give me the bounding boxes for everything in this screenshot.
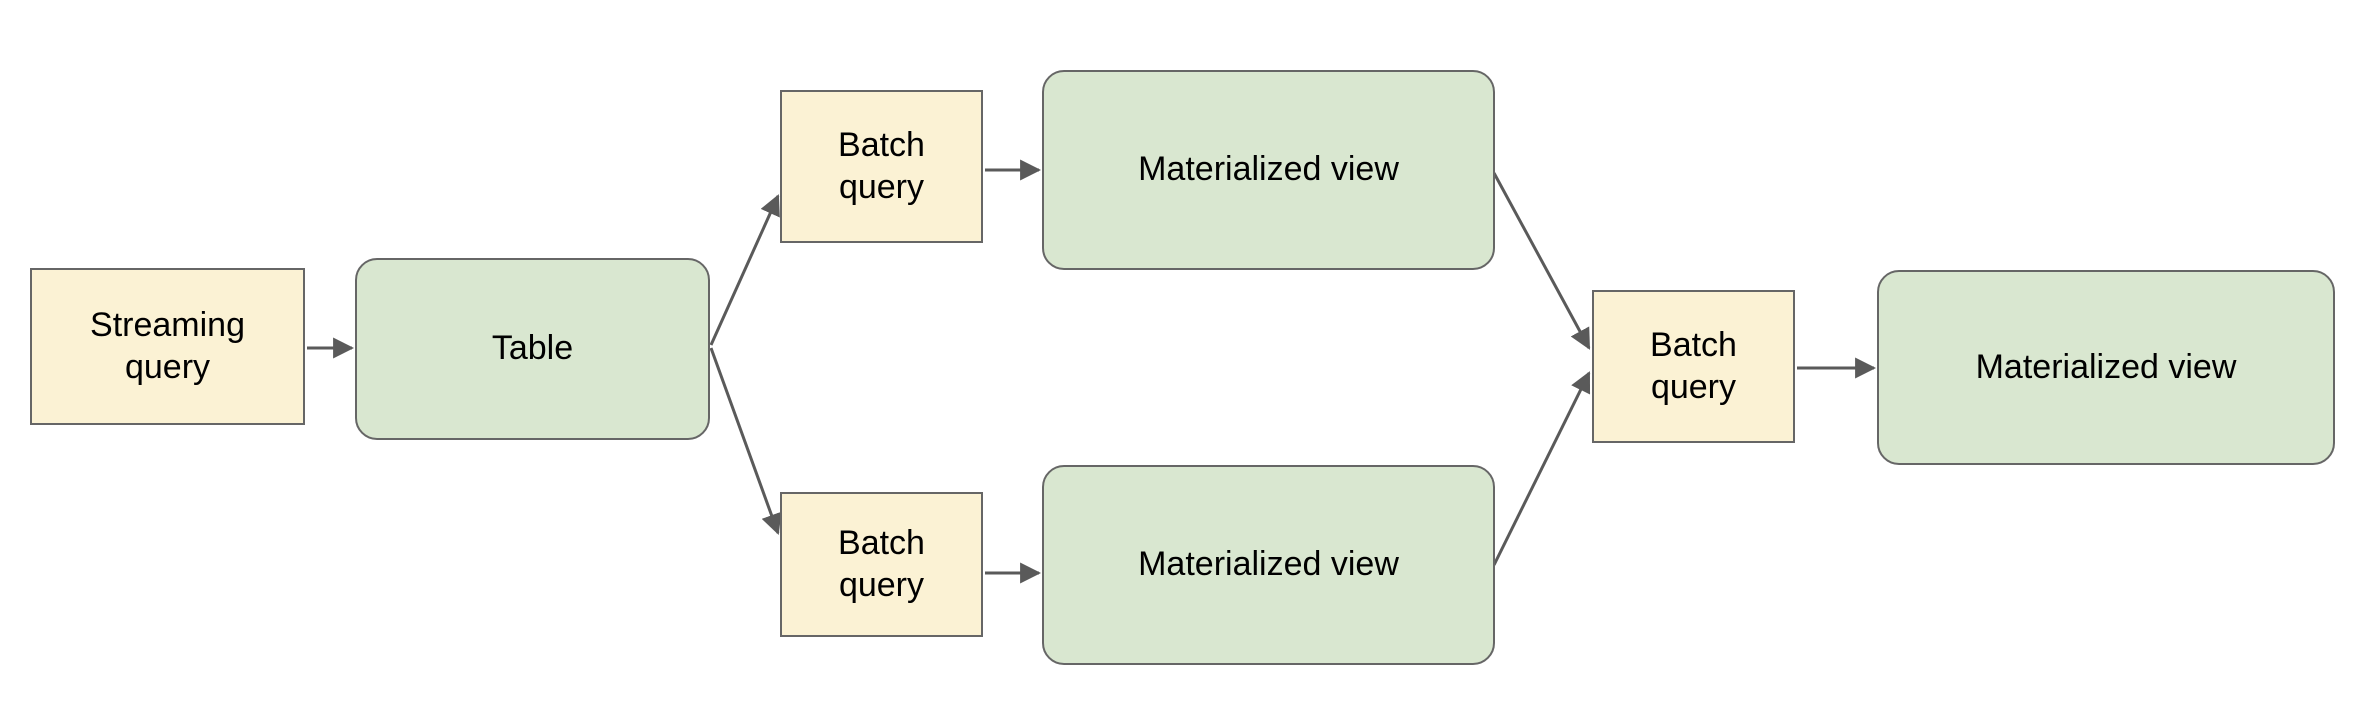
node-label-batch-query-bottom: Batch query <box>838 524 925 604</box>
node-label-batch-query-merge: Batch query <box>1650 326 1737 406</box>
node-batch-query-bottom[interactable]: Batch query <box>780 492 983 637</box>
node-label-streaming-query: Streaming query <box>90 306 245 386</box>
edge-materialized-view-bottom-to-batch-query-merge <box>1492 371 1591 566</box>
edge-table-to-batch-query-bottom <box>709 347 782 535</box>
node-materialized-view-bottom[interactable]: Materialized view <box>1042 465 1495 665</box>
node-streaming-query[interactable]: Streaming query <box>30 268 305 425</box>
edge-materialized-view-top-to-batch-query-merge <box>1492 172 1591 350</box>
node-batch-query-top[interactable]: Batch query <box>780 90 983 243</box>
node-materialized-view-final[interactable]: Materialized view <box>1877 270 2335 465</box>
node-batch-query-merge[interactable]: Batch query <box>1592 290 1795 443</box>
node-label-materialized-view-bottom: Materialized view <box>1138 545 1399 584</box>
node-materialized-view-top[interactable]: Materialized view <box>1042 70 1495 270</box>
node-label-batch-query-top: Batch query <box>838 126 925 206</box>
node-table[interactable]: Table <box>355 258 710 440</box>
node-label-table: Table <box>491 329 574 368</box>
node-label-materialized-view-final: Materialized view <box>1975 347 2237 386</box>
node-label-materialized-view-top: Materialized view <box>1138 150 1399 189</box>
edge-table-to-batch-query-top <box>709 194 780 346</box>
